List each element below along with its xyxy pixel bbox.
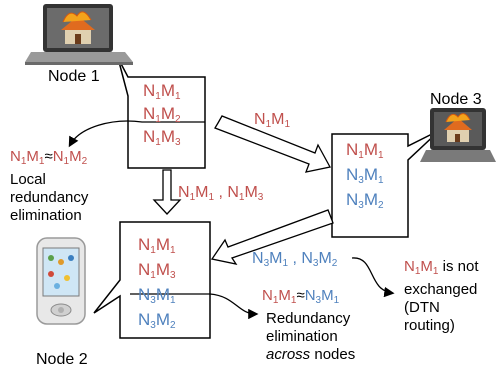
local-redundancy-note: N1M1≈N1M2 Local redundancy elimination xyxy=(10,148,88,225)
connector-not-exchanged xyxy=(351,257,395,298)
local-note-line-3: elimination xyxy=(10,207,82,224)
not-exchanged-note: N1M1 is not exchanged (DTN routing) xyxy=(404,258,479,334)
local-note-line-1: Local xyxy=(10,171,46,188)
across-note-line-2: elimination xyxy=(266,328,338,345)
message-item: N1M1 xyxy=(346,140,384,161)
phone-icon xyxy=(36,237,86,325)
transfer-n3-n2: N3M1 , N3M2 xyxy=(252,250,338,269)
local-note-line-2: redundancy xyxy=(10,189,89,206)
node3-label: Node 3 xyxy=(430,91,482,108)
block-arrow-n3-n2 xyxy=(210,209,334,265)
across-redundancy-equation: N1M1≈N3M1 xyxy=(262,287,340,306)
laptop-icon xyxy=(25,4,133,65)
node3-message-box xyxy=(331,129,441,238)
message-item: N1M3 xyxy=(143,127,181,148)
block-arrow-n1-n3 xyxy=(214,115,331,173)
across-note-line-3: across nodes xyxy=(266,346,356,363)
node2-message-box xyxy=(93,221,211,339)
node2-label: Node 2 xyxy=(36,351,88,368)
connector-across-redundancy xyxy=(130,293,259,320)
message-item: N1M3 xyxy=(138,260,176,281)
block-arrow-n1-n2 xyxy=(152,169,182,215)
message-item: N1M1 xyxy=(143,81,181,102)
node1-label: Node 1 xyxy=(48,68,100,85)
laptop-icon xyxy=(420,108,496,162)
local-redundancy-equation: N1M1≈N1M2 xyxy=(10,148,88,167)
transfer-n1-n3: N1M1 xyxy=(254,111,291,130)
across-note-line-1: Redundancy xyxy=(266,310,351,327)
connector-local-redundancy xyxy=(68,120,205,148)
message-item: N3M1 xyxy=(138,285,176,306)
message-item: N1M2 xyxy=(143,104,181,125)
transfer-n1-n2: N1M1 , N1M3 xyxy=(178,184,264,203)
across-redundancy-note: N1M1≈N3M1 Redundancy elimination across … xyxy=(262,287,355,364)
message-item: N3M2 xyxy=(138,310,176,331)
message-item: N1M1 xyxy=(138,235,176,256)
message-item: N3M2 xyxy=(346,190,384,211)
message-item: N3M1 xyxy=(346,165,384,186)
